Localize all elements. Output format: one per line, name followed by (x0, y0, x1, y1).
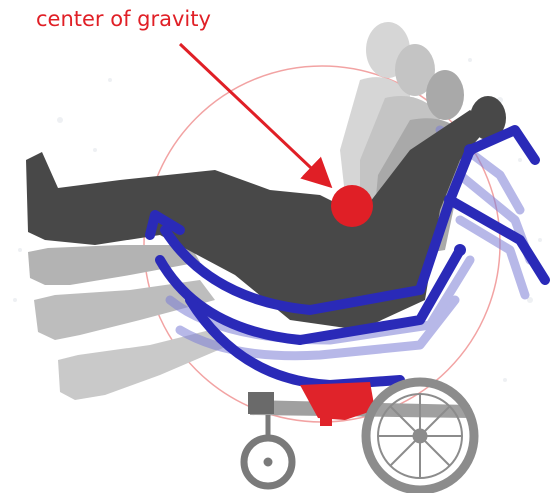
front-caster-wheel (244, 415, 292, 486)
center-of-gravity-dot (331, 185, 373, 227)
center-of-gravity-label: center of gravity (36, 2, 211, 36)
annotation-arrow (180, 44, 328, 184)
rear-wheel (366, 382, 474, 490)
